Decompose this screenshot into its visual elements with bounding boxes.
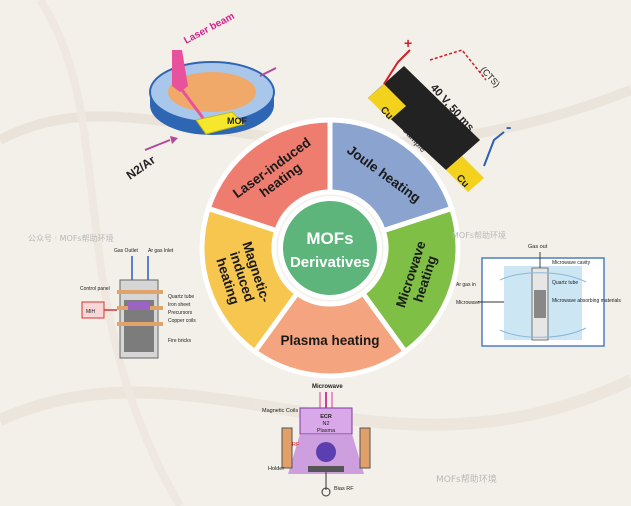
copper-coils-label: Copper coils — [168, 318, 196, 324]
watermark-bottom: MOFs帮助环境 — [436, 473, 497, 485]
segment-joule — [327, 117, 455, 234]
mw-tube: Quartz tube — [552, 280, 578, 286]
segment-magnetic — [199, 205, 301, 356]
control-panel: Control panel — [80, 286, 110, 292]
mih-label: MIH — [86, 309, 96, 315]
holder-label: Holder — [268, 466, 284, 472]
coils-label: Magnetic Coils — [262, 408, 298, 414]
center-circle — [283, 201, 377, 295]
gas-inlet: Ar gas Inlet — [148, 248, 174, 254]
plasma-label: Plasma — [317, 428, 336, 434]
bias-rf-label: Bias RF — [334, 486, 354, 492]
watermark-left: 公众号 · MOFs帮助环境 — [28, 233, 114, 243]
segment-microwave — [359, 205, 461, 356]
mw-cavity: Microwave cavity — [552, 260, 591, 266]
plasma-heating-illustration: Microwave ECR N2 Plasma Magnetic Coils R… — [262, 384, 371, 497]
rf-label: RF — [292, 442, 300, 448]
microwave-heating-illustration: Gas out Microwave cavity Quartz tube Mic… — [456, 244, 621, 347]
iron-sheet-label: Iron sheet — [168, 302, 191, 308]
plus-sign: + — [404, 35, 412, 51]
segment-laser — [205, 117, 333, 234]
mw-microwave: Microwave — [456, 300, 480, 306]
center-title-line1: MOFs — [306, 229, 353, 248]
mof-label: MOF — [227, 116, 247, 126]
minus-sign: - — [506, 119, 511, 136]
gas-label: N2/Ar — [124, 152, 159, 182]
plasma-microwave-label: Microwave — [312, 384, 343, 390]
gas-outlet: Gas Outlet — [114, 248, 139, 254]
laser-heating-illustration: MOF Laser beam N2/Ar — [124, 11, 277, 182]
mw-gas-out: Gas out — [528, 244, 548, 250]
ecr-label: ECR — [320, 414, 332, 420]
quartz-tube-label: Quartz tube — [168, 294, 194, 300]
magnetic-heating-illustration: MIH Control panel Gas Outlet Ar gas Inle… — [80, 248, 196, 359]
segment-label-plasma-1: Plasma heating — [280, 333, 379, 348]
precursors-label: Precursors — [168, 310, 193, 316]
fire-bricks-label: Fire bricks — [168, 338, 192, 344]
watermark-right: MOFs帮助环境 — [452, 230, 506, 240]
heating-methods-ring — [199, 117, 461, 379]
center-title-line2: Derivatives — [290, 254, 370, 271]
segment-plasma — [251, 289, 409, 379]
cts-label: (CTS) — [479, 65, 502, 90]
laser-beam-label: Laser beam — [182, 11, 236, 47]
mw-absorb: Microwave absorbing materials — [552, 298, 621, 304]
mw-ar-in: Ar gas in — [456, 282, 476, 288]
n2-label: N2 — [322, 421, 329, 427]
